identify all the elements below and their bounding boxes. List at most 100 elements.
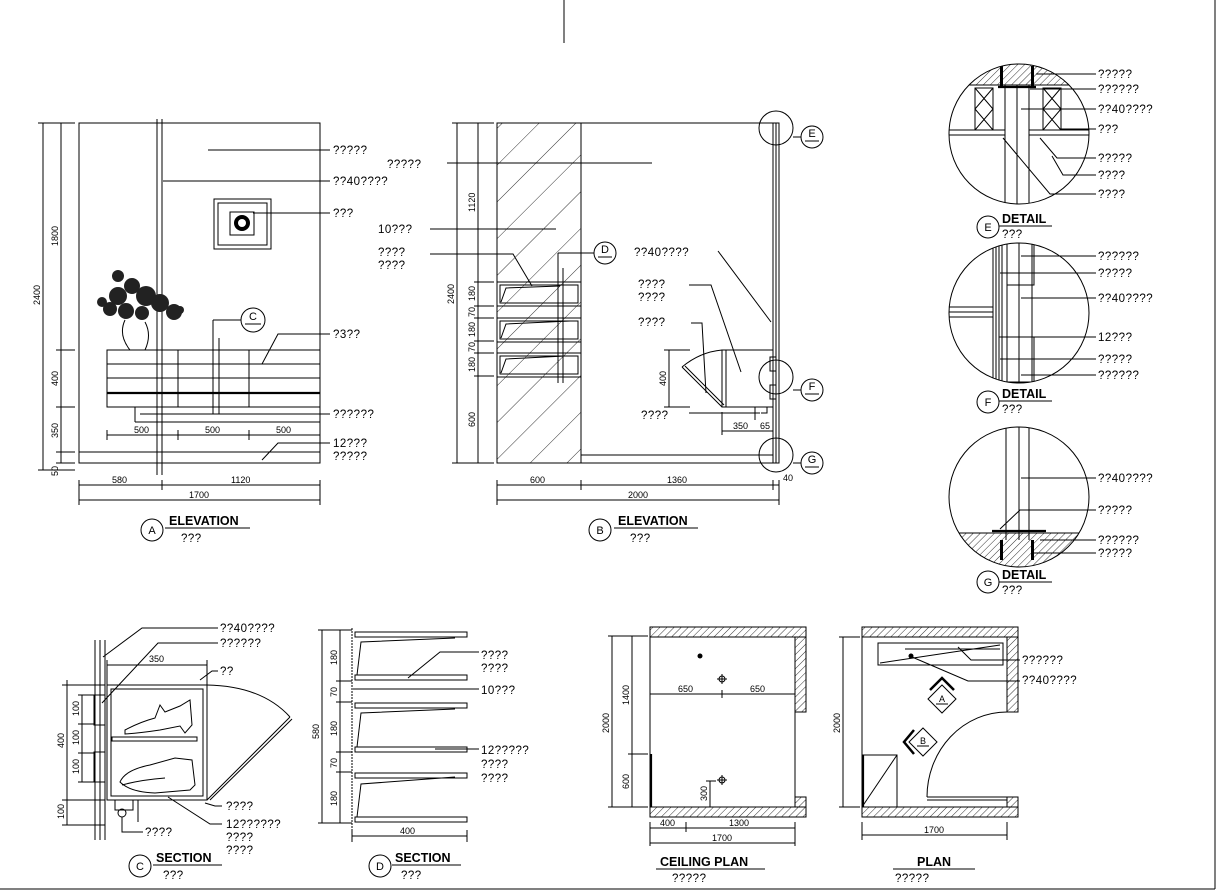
dim-text: 100 xyxy=(71,701,81,716)
callout-g[interactable]: G xyxy=(758,437,824,475)
dim-text: 350 xyxy=(50,423,60,438)
dimensions: 350 400 100 100 100 100 xyxy=(56,654,208,826)
mirror-panel xyxy=(496,122,582,464)
dim-text: 180 xyxy=(467,286,477,301)
callout-e[interactable]: E xyxy=(758,110,824,149)
callout-label: ?????? xyxy=(1098,535,1139,547)
dim-text: 100 xyxy=(71,730,81,745)
dim-text: 580 xyxy=(112,475,127,485)
view-title-a: A ELEVATION ??? xyxy=(140,514,250,545)
dim-text: 50 xyxy=(50,466,60,476)
view-title: ELEVATION xyxy=(618,514,688,528)
shoe-cabinet-plan xyxy=(877,642,1004,666)
wall-outline xyxy=(78,122,321,464)
callout-f-letter: F xyxy=(809,381,816,393)
callout-label: ????? xyxy=(333,145,367,157)
callout-label: ??40???? xyxy=(333,176,388,188)
callout-label: ?3?? xyxy=(333,329,361,341)
dim-text: 2000 xyxy=(832,713,842,733)
dim-text: 650 xyxy=(678,684,693,694)
dim-text: 100 xyxy=(71,759,81,774)
dim-text: 100 xyxy=(56,804,66,819)
callout-label: ????? xyxy=(387,159,421,171)
callout-f[interactable]: F xyxy=(758,359,824,402)
plan-marker-letter: A xyxy=(939,694,945,704)
section-d: ???? ???? 10??? 12????? ???? ???? 180 70… xyxy=(311,628,529,882)
view-subtitle: ??? xyxy=(1002,404,1023,416)
dim-text: 600 xyxy=(530,475,545,485)
dim-text: 600 xyxy=(467,412,477,427)
callout-label: ???? xyxy=(226,801,254,813)
view-title: CEILING PLAN xyxy=(660,855,748,869)
dim-text: 1400 xyxy=(621,685,631,705)
dim-text: 500 xyxy=(276,425,291,435)
callout-label: ?????? xyxy=(1098,370,1139,382)
callout-label: ???? xyxy=(638,292,666,304)
view-marker: E xyxy=(984,222,991,234)
callout-label: ???? xyxy=(1098,189,1126,201)
dim-text: 70 xyxy=(467,342,477,352)
view-title: SECTION xyxy=(156,851,212,865)
callout-d[interactable]: D xyxy=(557,241,617,383)
dim-text: 70 xyxy=(329,687,339,697)
view-title: SECTION xyxy=(395,851,451,865)
callout-label: ???? xyxy=(226,845,254,857)
dim-text: 40 xyxy=(783,473,793,483)
elevation-a: C ????? ??40???? ??? ?3?? ?????? 12??? ?… xyxy=(32,119,388,545)
view-subtitle: ??? xyxy=(1002,229,1023,241)
shelves xyxy=(496,281,582,378)
plan-marker-a[interactable]: A xyxy=(927,676,957,714)
callout-d-letter: D xyxy=(601,244,609,256)
callout-label: ???? xyxy=(145,827,173,839)
dim-text: 2000 xyxy=(628,490,648,500)
dim-text: 400 xyxy=(50,371,60,386)
elevation-b: D E F G ????? 10??? ???? ???? ??40???? ?… xyxy=(378,110,824,545)
dim-text: 300 xyxy=(699,786,709,801)
callout-label: ??40???? xyxy=(1022,675,1077,687)
dim-text: 1120 xyxy=(231,475,250,485)
callout-c-letter: C xyxy=(249,311,257,323)
dim-text: 600 xyxy=(621,774,631,789)
dim-text: 500 xyxy=(134,425,149,435)
dim-text: 1700 xyxy=(924,825,944,835)
callout-label: ???? xyxy=(481,650,509,662)
view-marker: D xyxy=(376,861,384,873)
dim-text: 2000 xyxy=(601,713,611,733)
downlight-icon xyxy=(717,674,727,684)
dim-text: 1300 xyxy=(729,818,749,828)
light-point-icon xyxy=(697,653,703,659)
dim-text: 1800 xyxy=(50,226,60,246)
plan-marker-b[interactable]: B xyxy=(902,727,938,757)
dimensions: 180 70 180 70 180 580 400 xyxy=(311,629,468,842)
picture-frame xyxy=(213,198,272,250)
loafer-shoe-icon xyxy=(119,757,196,794)
callout-label: 12??? xyxy=(1098,332,1132,344)
dim-text: 400 xyxy=(658,371,668,386)
floor-plan: A B ?????? ??40???? 2000 1700 PLAN ????? xyxy=(832,626,1077,885)
dim-text: 350 xyxy=(733,421,748,431)
callout-label: 10??? xyxy=(378,224,412,236)
callout-label: ?? xyxy=(220,666,234,678)
dim-text: 65 xyxy=(760,421,770,431)
view-title: DETAIL xyxy=(1002,212,1047,226)
callout-c[interactable]: C xyxy=(212,307,266,414)
view-marker: G xyxy=(984,577,993,589)
view-title: DETAIL xyxy=(1002,387,1047,401)
callout-label: ????? xyxy=(1098,153,1132,165)
callout-label: ????? xyxy=(1098,268,1132,280)
callout-label: ???? xyxy=(481,759,509,771)
callout-label: ?????? xyxy=(1022,655,1063,667)
dim-text: 70 xyxy=(467,307,477,317)
callout-label: ???? xyxy=(481,663,509,675)
callout-label: ?????? xyxy=(220,638,261,650)
dimensions: 2000 1400 600 650 650 300 400 1300 1700 xyxy=(601,635,796,846)
view-title: DETAIL xyxy=(1002,568,1047,582)
cabinet-side xyxy=(681,349,777,420)
callout-label: 12?????? xyxy=(226,819,281,831)
callout-label: ?????? xyxy=(1098,84,1139,96)
dimensions: 2400 1800 400 350 50 500 500 500 580 112… xyxy=(32,122,321,505)
callout-label: ???? xyxy=(1098,170,1126,182)
view-marker: B xyxy=(596,525,603,537)
callout-label: ???? xyxy=(641,410,669,422)
